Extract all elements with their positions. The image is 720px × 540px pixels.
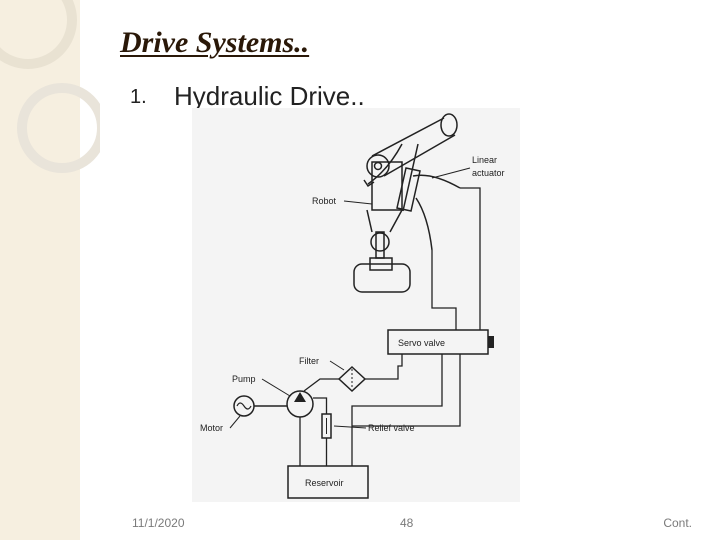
filter-leader — [329, 360, 345, 371]
servo-valve-label: Servo valve — [398, 338, 445, 348]
actuator-cylinder — [396, 167, 421, 212]
line-actuator-return — [431, 250, 457, 330]
pump-label: Pump — [232, 374, 256, 384]
hydraulic-drive-diagram: Robot Linear actuator Servo valve Filter… — [192, 108, 520, 502]
line-actuator-to-servo — [460, 187, 481, 330]
filter-symbol — [337, 365, 367, 393]
slide-title: Drive Systems.. — [120, 26, 310, 59]
deco-ring-top — [0, 0, 77, 69]
line-servo-to-filter — [365, 354, 403, 380]
motor-leader — [229, 415, 241, 429]
linear-actuator-label-1: Linear — [472, 155, 497, 165]
hydraulic-lines — [299, 187, 481, 466]
line-servo-drain — [352, 354, 461, 427]
list-item-hydraulic-drive: Hydraulic Drive.. — [174, 81, 365, 111]
robot-base-joint — [370, 232, 390, 252]
robot-label: Robot — [312, 196, 337, 206]
footer-page-number: 48 — [400, 516, 414, 530]
robot-upper-arm-bottom — [383, 134, 456, 177]
robot-end-effector — [440, 113, 458, 137]
robot-neck — [375, 231, 385, 259]
decorative-rings — [0, 0, 100, 173]
motor-label: Motor — [200, 423, 223, 433]
footer-cont: Cont. — [663, 516, 692, 530]
linear-actuator-drawing — [396, 143, 461, 251]
footer-date: 11/1/2020 — [132, 516, 185, 530]
line-servo-return — [351, 354, 443, 466]
linear-actuator-label-2: actuator — [472, 168, 505, 178]
list-number: 1. — [130, 86, 147, 108]
reservoir-box — [287, 465, 369, 499]
actuator-hose-bottom — [415, 197, 433, 251]
linear-actuator-leader — [431, 167, 471, 179]
robot-support-right — [389, 209, 403, 233]
robot-rotation-arrow — [367, 143, 403, 185]
reservoir-label: Reservoir — [305, 478, 344, 488]
robot-base — [353, 263, 411, 293]
robot-shoulder-joint — [366, 154, 390, 178]
servo-valve-stub — [488, 336, 494, 348]
robot-upper-arm-top — [371, 117, 445, 157]
robot-support-left — [366, 209, 373, 233]
robot-shoulder-pin — [373, 161, 383, 171]
pump-arrow — [294, 392, 306, 402]
robot-rotation-arrowhead — [363, 179, 375, 188]
motor-sine — [236, 402, 252, 410]
relief-valve-leader — [333, 425, 367, 429]
filter-label: Filter — [299, 356, 319, 366]
robot-leader — [343, 200, 373, 205]
relief-valve-label: Relief valve — [368, 423, 415, 433]
actuator-rod — [402, 143, 419, 212]
line-filter-to-pump — [303, 378, 339, 392]
pump-leader — [261, 378, 291, 397]
line-relief-to-pump — [313, 397, 328, 414]
robot-arm-drawing — [353, 113, 458, 293]
deco-ring-bottom — [17, 83, 100, 173]
